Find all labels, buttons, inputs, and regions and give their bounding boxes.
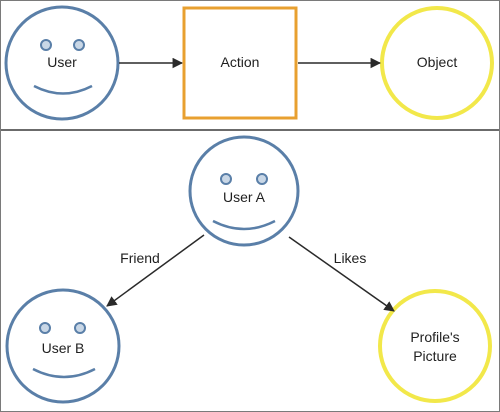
user-node-label: User	[47, 54, 77, 70]
right-eye	[256, 173, 268, 185]
profile-picture-node: Profile's Picture	[378, 289, 492, 403]
likes-edge-label: Likes	[334, 250, 367, 266]
friend-edge-arrow	[106, 234, 205, 307]
profile-picture-label-line2: Picture	[413, 348, 457, 364]
object-node-label: Object	[417, 54, 458, 70]
smile	[33, 84, 93, 95]
user-node-circle	[4, 5, 120, 121]
user-b-node-circle	[5, 288, 121, 404]
left-eye	[40, 39, 52, 51]
smile	[212, 219, 276, 231]
action-node-box	[182, 6, 298, 120]
user-a-node: User A	[188, 135, 300, 247]
smiley-face-icon	[33, 39, 93, 95]
user-b-node-label: User B	[42, 340, 85, 356]
friend-edge-label: Friend	[120, 250, 160, 266]
likes-edge-arrow	[288, 236, 395, 312]
user-a-node-label: User A	[223, 189, 266, 205]
object-node: Object	[380, 6, 494, 120]
left-eye	[39, 322, 51, 334]
right-eye	[73, 39, 85, 51]
right-eye	[74, 322, 86, 334]
action-node: Action	[182, 6, 298, 120]
profile-picture-label-line1: Profile's	[410, 329, 459, 345]
action-node-label: Action	[221, 54, 260, 70]
profile-picture-node-circle	[378, 289, 492, 403]
user-a-node-circle	[188, 135, 300, 247]
user-b-node: User B	[5, 288, 121, 404]
user-node: User	[4, 5, 120, 121]
smile	[32, 367, 96, 379]
smiley-face-icon	[212, 173, 276, 231]
object-node-circle	[380, 6, 494, 120]
smiley-face-icon	[32, 322, 96, 379]
left-eye	[220, 173, 232, 185]
